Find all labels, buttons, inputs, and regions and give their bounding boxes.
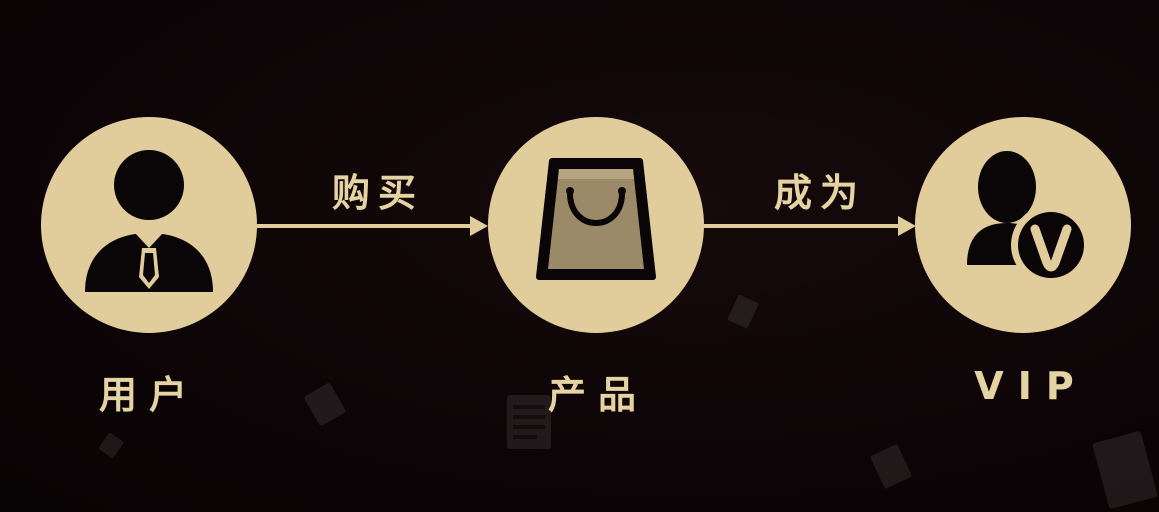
node-label-user: 用户 — [98, 373, 199, 417]
background-document-icon — [870, 444, 912, 489]
arrow-head — [898, 216, 916, 236]
user-node — [41, 117, 257, 333]
vip-user-icon — [967, 151, 1091, 285]
shopping-bag-icon — [536, 158, 656, 280]
background-document-icon — [507, 395, 551, 449]
edge-label-become: 成为 — [773, 171, 866, 215]
background-document-icon — [304, 383, 346, 426]
node-label-vip: VIP — [974, 364, 1088, 408]
arrow-head — [470, 216, 488, 236]
arrow-buy — [257, 216, 488, 236]
vip-node — [915, 117, 1131, 333]
businessman-icon — [85, 150, 213, 292]
node-label-product: 产品 — [547, 373, 648, 417]
background-document-icon — [727, 294, 759, 329]
product-node — [488, 117, 704, 333]
arrow-become — [704, 216, 916, 236]
background-document-icon — [98, 432, 124, 458]
edge-label-buy: 购买 — [331, 171, 424, 215]
background-document-icon — [1092, 431, 1158, 509]
